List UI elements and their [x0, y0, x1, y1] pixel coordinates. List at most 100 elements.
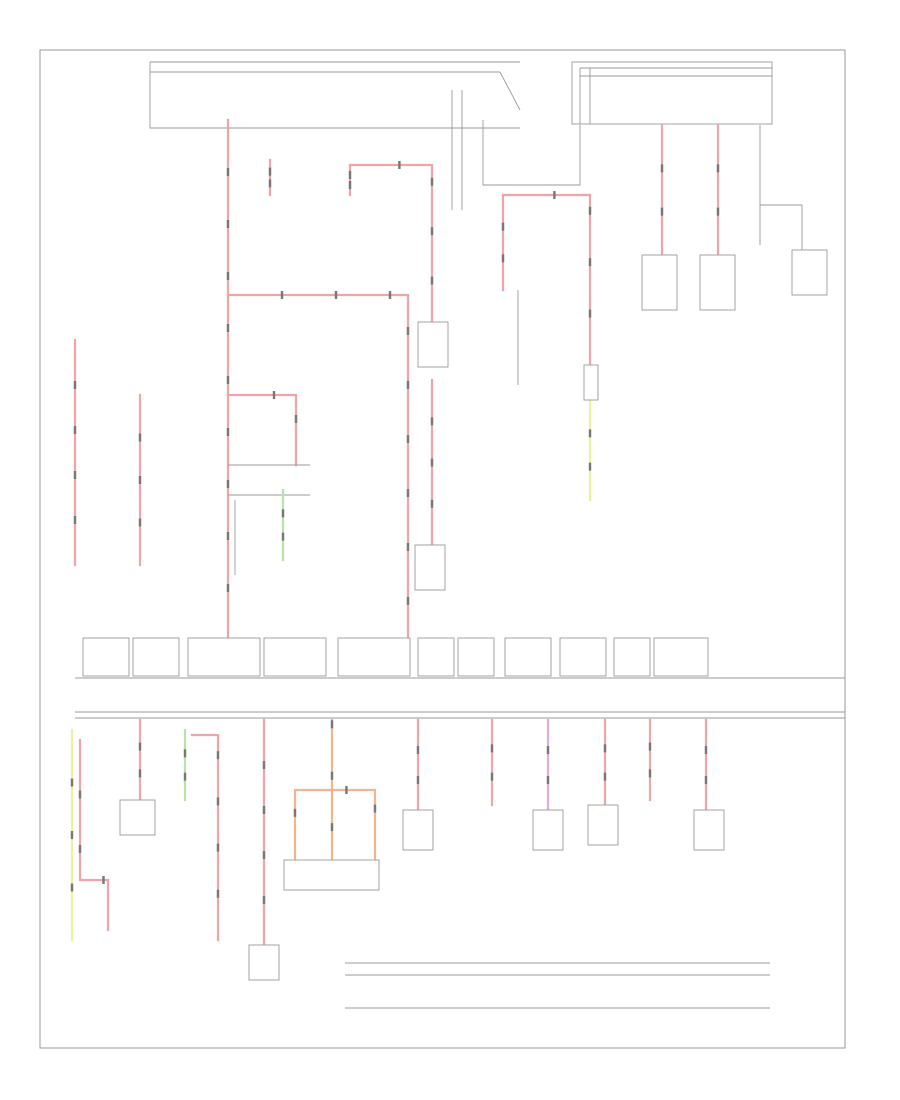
wire-connector-mark	[406, 597, 410, 605]
wire-connector-mark	[406, 381, 410, 389]
wire-connector-mark	[330, 823, 334, 832]
wire-connector-mark	[588, 258, 592, 267]
wire-connector-mark	[553, 191, 556, 199]
wire-connector-mark	[281, 532, 285, 541]
wire-connector-mark	[262, 761, 266, 769]
wire-connector-mark	[216, 797, 220, 806]
wire-connector-mark	[78, 790, 82, 799]
wire-connector-mark	[373, 804, 377, 813]
wire-connector-mark	[406, 489, 410, 497]
wire-connector-mark	[73, 426, 77, 434]
wire-connector-mark	[398, 161, 401, 169]
suppressor	[583, 364, 599, 401]
wire-connector-mark	[588, 429, 592, 438]
wire-connector-mark	[430, 276, 434, 285]
wire-connector-mark	[226, 220, 230, 228]
wire-connector-mark	[430, 499, 434, 508]
wire-connector-mark	[588, 462, 592, 471]
wire-connector-mark	[546, 776, 550, 784]
wire-connector-mark	[294, 415, 298, 423]
wire-connector-mark	[330, 720, 334, 729]
wire-connector-mark	[416, 746, 420, 754]
wire-connector-mark	[334, 291, 338, 299]
wire-connector-mark	[226, 532, 230, 540]
lower-components	[119, 799, 725, 981]
wire-connector-mark	[183, 772, 187, 781]
wire-connector-mark	[216, 843, 220, 852]
coolant-pump-module	[641, 254, 678, 311]
wire-connector-mark	[226, 324, 230, 332]
wire-connector-mark	[345, 786, 348, 794]
wire-connector-mark	[138, 518, 142, 527]
wire-connector-mark	[216, 751, 220, 760]
control-module-upper	[414, 544, 446, 591]
wire-connector-mark	[262, 806, 266, 814]
wire-connector-mark	[73, 516, 77, 524]
wire-connector-mark	[603, 744, 607, 753]
wire-connector-mark	[416, 776, 420, 784]
wire-connector-mark	[268, 179, 272, 188]
wire-connector-mark	[660, 207, 664, 216]
wire-connector-mark	[226, 480, 230, 488]
wire-connector-mark	[330, 771, 334, 780]
top-fuse-box	[149, 61, 773, 129]
wire-connector-mark	[138, 742, 142, 751]
wire-connector-mark	[660, 164, 664, 173]
diagram-border	[39, 49, 846, 1049]
wire-connector-mark	[603, 772, 607, 781]
wire-connector-mark	[501, 222, 505, 231]
wire-connector-mark	[348, 171, 352, 179]
wire-connector-mark	[70, 831, 74, 839]
wire-connector-mark	[70, 883, 74, 892]
wire-connector-mark	[78, 845, 82, 853]
starter-generator-module	[791, 249, 828, 296]
wire-connector-mark	[430, 177, 434, 186]
coolant-heater-module	[699, 254, 736, 311]
wire-connector-mark	[648, 769, 652, 778]
wire-connector-mark	[281, 509, 285, 518]
wire-connector-mark	[272, 391, 276, 399]
wire-connector-mark	[268, 167, 272, 176]
wire-connector-mark	[716, 164, 720, 173]
wire-connector-mark	[648, 742, 652, 751]
wire-connector-mark	[226, 428, 230, 436]
wire-connector-mark	[588, 206, 592, 215]
wire-connector-mark	[226, 168, 230, 176]
wire-connector-mark	[262, 896, 266, 904]
wire-connector-mark	[226, 584, 230, 592]
wire-connector-mark	[546, 746, 550, 754]
central-fuse-block	[75, 637, 845, 719]
wire-connector-mark	[138, 433, 142, 442]
wire-connector-mark	[406, 327, 410, 335]
power-feed-wires	[73, 118, 720, 657]
wire-connector-mark	[430, 417, 434, 426]
wire-connector-mark	[102, 876, 105, 884]
wire-connector-mark	[501, 254, 505, 263]
wire-connector-mark	[183, 749, 187, 758]
wire-connector-mark	[430, 458, 434, 467]
wire-connector-mark	[226, 272, 230, 280]
wire-connector-mark	[138, 769, 142, 778]
wire-connector-mark	[226, 376, 230, 384]
wire-connector-mark	[490, 772, 494, 781]
wire-connector-mark	[406, 435, 410, 443]
wire-connector-mark	[216, 889, 220, 898]
wire-connector-mark	[138, 476, 142, 484]
wire-connector-mark	[406, 543, 410, 551]
upper-components	[414, 249, 828, 591]
wire-connector-mark	[280, 291, 284, 299]
wire-connector-mark	[716, 207, 720, 216]
wire-connector-mark	[70, 778, 74, 787]
lower-branch-wires	[70, 718, 708, 947]
wire-connector-mark	[388, 291, 392, 299]
wire-connector-mark	[490, 744, 494, 753]
wire-connector-mark	[262, 851, 266, 859]
wire-connector-mark	[73, 471, 77, 479]
wire-connector-mark	[588, 309, 592, 318]
signal-wires-top	[228, 90, 803, 575]
bottom-fuse-box	[345, 962, 770, 1009]
wire-connector-mark	[348, 181, 352, 189]
wire-connector-mark	[293, 808, 297, 817]
